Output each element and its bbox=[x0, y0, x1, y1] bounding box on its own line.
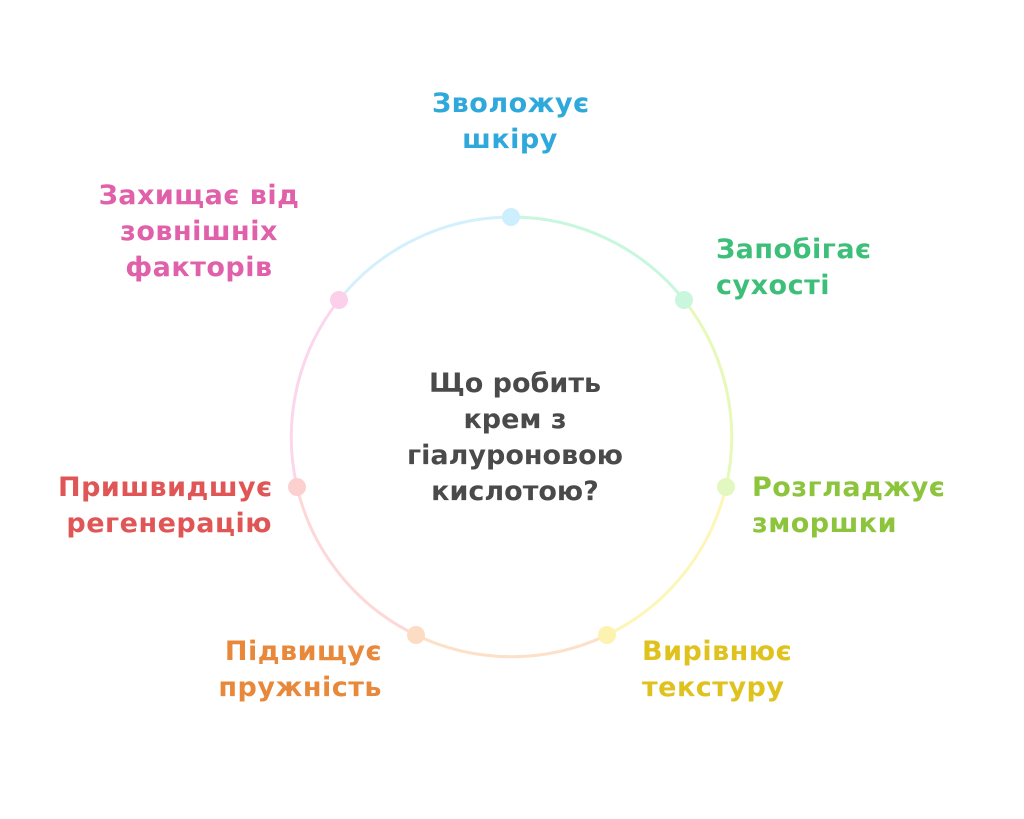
label-line: Розгладжує bbox=[752, 472, 946, 503]
label-line: Пришвидшує bbox=[58, 472, 273, 503]
label-line: Захищає від bbox=[98, 180, 300, 211]
label-line: Підвищує bbox=[224, 636, 382, 667]
central-question-line: Що робить bbox=[428, 368, 602, 399]
label-line: зовнішніх bbox=[120, 216, 278, 247]
central-question-line: крем з bbox=[463, 404, 567, 435]
label-line: Вирівнює bbox=[642, 636, 793, 667]
arc-segment-7 bbox=[337, 215, 512, 301]
node-label-moisturizes: Зволожує шкіру bbox=[432, 86, 590, 158]
label-line: текстуру bbox=[642, 672, 785, 703]
node-dot-speeds-regeneration bbox=[288, 478, 306, 496]
central-question: Що робить крем з гіалуроновою кислотою? bbox=[390, 366, 640, 510]
label-line: зморшки bbox=[752, 508, 898, 539]
central-question-line: гіалуроновою bbox=[407, 440, 623, 471]
node-dot-evens-texture bbox=[598, 626, 616, 644]
node-dot-increases-elasticity bbox=[407, 626, 425, 644]
node-dot-moisturizes bbox=[502, 208, 520, 226]
node-dot-protects-external bbox=[330, 291, 348, 309]
label-line: Запобігає bbox=[716, 234, 872, 265]
label-line: шкіру bbox=[462, 124, 558, 155]
node-label-protects-external: Захищає від зовнішніх факторів bbox=[94, 178, 304, 286]
label-line: сухості bbox=[716, 270, 830, 301]
node-label-smooths-wrinkles: Розгладжує зморшки bbox=[752, 470, 945, 542]
node-label-prevents-dryness: Запобігає сухості bbox=[716, 232, 872, 304]
label-line: регенерацію bbox=[66, 508, 272, 539]
central-question-line: кислотою? bbox=[431, 476, 599, 507]
node-dot-prevents-dryness bbox=[675, 291, 693, 309]
arc-segment-4 bbox=[415, 633, 608, 659]
node-label-speeds-regeneration: Пришвидшує регенерацію bbox=[58, 470, 272, 542]
arc-segment-3 bbox=[606, 486, 728, 637]
label-line: Зволожує bbox=[432, 88, 590, 119]
arc-segment-5 bbox=[295, 486, 417, 637]
label-line: пружність bbox=[218, 672, 382, 703]
node-dot-smooths-wrinkles bbox=[717, 478, 735, 496]
arc-segment-6 bbox=[289, 299, 341, 488]
label-line: факторів bbox=[125, 252, 273, 283]
arc-segment-2 bbox=[682, 299, 734, 488]
node-label-evens-texture: Вирівнює текстуру bbox=[642, 634, 792, 706]
node-label-increases-elasticity: Підвищує пружність bbox=[218, 634, 382, 706]
arc-segment-1 bbox=[510, 215, 686, 301]
